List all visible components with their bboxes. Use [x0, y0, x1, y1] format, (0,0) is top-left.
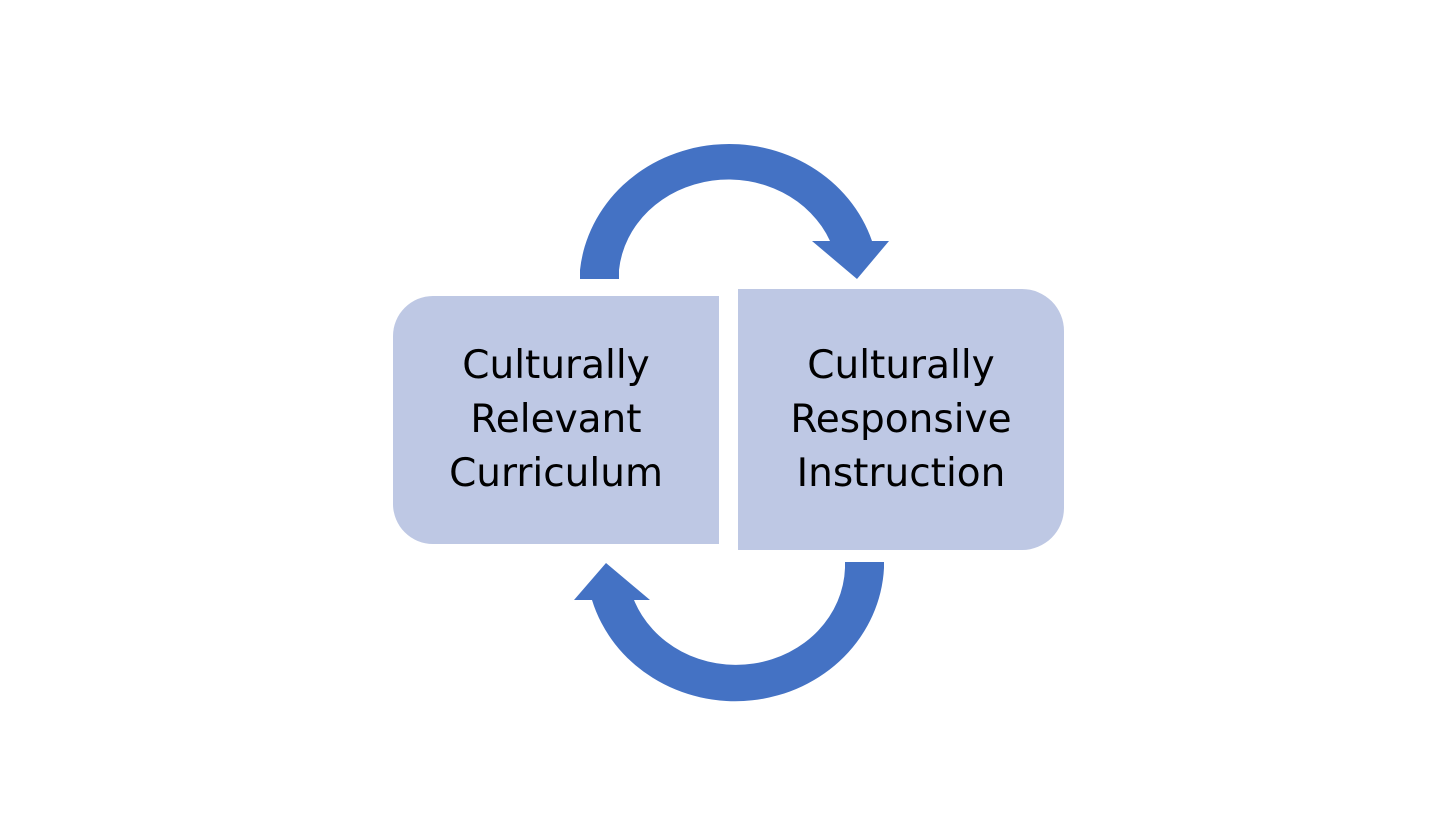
box-label-line: Culturally	[462, 343, 650, 388]
bottom-curved-arrow-icon	[574, 562, 884, 702]
box-label-line: Culturally	[807, 342, 995, 388]
box-label-line: Responsive	[790, 396, 1012, 442]
top-curved-arrow-icon	[580, 143, 889, 279]
box-label-line: Relevant	[470, 397, 642, 442]
culturally-responsive-instruction-box: Culturally Responsive Instruction	[738, 289, 1064, 550]
culturally-relevant-curriculum-box: Culturally Relevant Curriculum	[393, 296, 719, 544]
box-label: Culturally Responsive Instruction	[790, 339, 1011, 501]
box-label-line: Instruction	[796, 450, 1006, 496]
box-label: Culturally Relevant Curriculum	[449, 339, 663, 501]
box-label-line: Curriculum	[449, 451, 663, 496]
